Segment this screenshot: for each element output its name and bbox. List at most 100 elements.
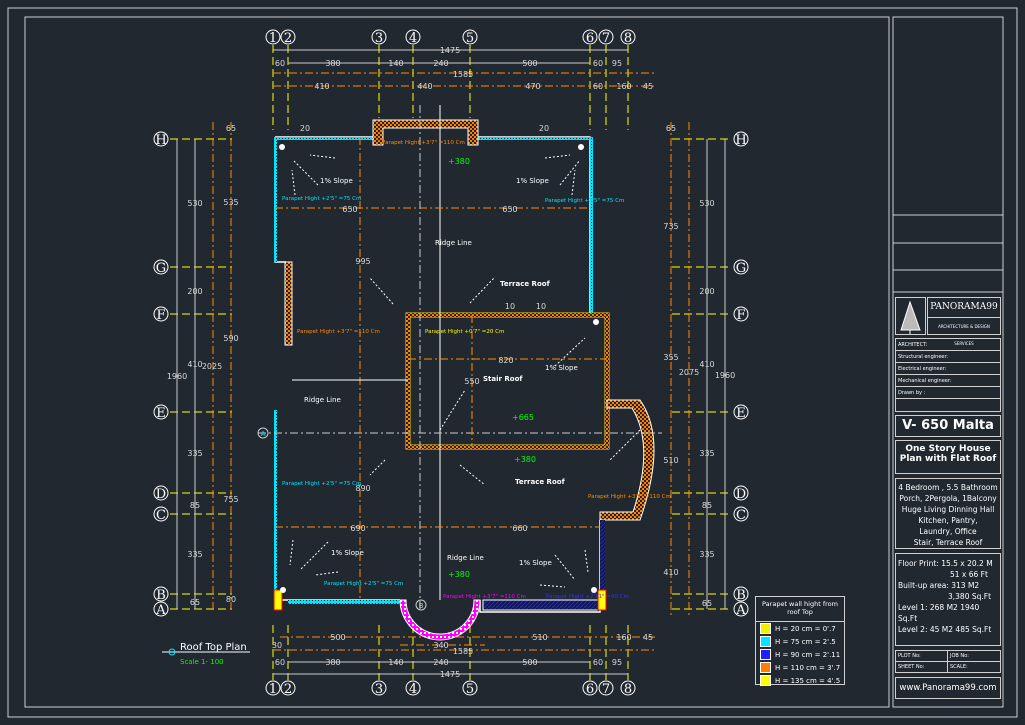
level-label: +380 (448, 570, 470, 579)
dim-text: 60 (593, 82, 603, 91)
parapet-label: Parapet Hight +3'7" =110 Cm (382, 140, 465, 146)
inner-dim: 660 (512, 524, 527, 533)
plan-code: V- 650 Malta (895, 415, 1001, 437)
grid-row-label: D (736, 487, 746, 502)
dim-text: 65 (666, 124, 676, 133)
dim-text: 95 (612, 658, 622, 667)
legend-item: H = 75 cm = 2'.5 (756, 635, 844, 648)
grid-lines (170, 45, 732, 680)
stat-line: Floor Print: 15.5 x 20.2 M (898, 559, 993, 568)
legend-label: H = 75 cm = 2'.5 (775, 637, 836, 646)
grid-col-label: 6 (586, 31, 594, 46)
dim-text: 500 (522, 59, 537, 68)
parapet-label: Parapet Hight +2'11" =90 Cm (546, 594, 629, 600)
small-dim: 10 (505, 302, 515, 311)
grid-row-label: F (156, 308, 165, 323)
dim-text: 510 (663, 456, 678, 465)
dim-text: 1960 (167, 372, 187, 381)
dim-text: 1475 (440, 46, 460, 55)
level-label: +665 (512, 413, 534, 422)
parapet-label: Parapet Hight +2'5" =75 Cm (545, 198, 624, 204)
dim-text: 80 (226, 595, 236, 604)
dim-text: 335 (699, 449, 714, 458)
brand-box: PANORAMA99 ARCHITECTURE & DESIGN SERVICE… (927, 297, 1001, 346)
outer-frame (7, 7, 1018, 718)
grid-row-label: C (156, 508, 166, 523)
grid-col-label: 2 (284, 31, 292, 46)
titleblock-top-rows (893, 214, 1003, 293)
parapet-label: Parapet Hight +3'7" =110 Cm (297, 329, 380, 335)
dim-text: 440 (417, 82, 432, 91)
grid-col-label: 6 (586, 682, 594, 697)
grid-col-label: 2 (284, 682, 292, 697)
dim-text: 45 (643, 633, 653, 642)
parapet-label: Parapet Hight +2'5" =75 Cm (324, 581, 403, 587)
dim-text: 65 (226, 124, 236, 133)
drawn-by-row: Drawn by : (896, 387, 1000, 399)
slope-label: 1% Slope (320, 177, 353, 185)
job-no: JOB No: (948, 651, 1000, 662)
parapet-label: Parapet Hight +0'7" =20 Cm (425, 329, 504, 335)
ridge-line-label: Ridge Line (435, 239, 472, 247)
grid-row-label: E (156, 406, 166, 421)
dim-text: 200 (699, 287, 714, 296)
dim-text: 65 (190, 598, 200, 607)
electrical-row: Electrical engineer: (896, 363, 1000, 375)
brand-subtitle: ARCHITECTURE & DESIGN SERVICES (938, 324, 990, 346)
dim-text: 510 (532, 633, 547, 642)
grid-row-label: A (735, 603, 746, 618)
structural-row: Structural engineer: (896, 351, 1000, 363)
ridge-line-label: Ridge Line (447, 554, 484, 562)
parapet-label: Parapet Hight +2'5" =75 Cm (282, 196, 361, 202)
plan-title-text: Roof Top Plan (180, 642, 247, 653)
grid-row-label: D (156, 487, 166, 502)
legend-title: Parapet wall hight from roof Top (756, 597, 844, 622)
legend-label: H = 90 cm = 2'.11 (775, 650, 841, 659)
legend-item: H = 20 cm = 0'.7 (756, 622, 844, 635)
dim-text: 535 (223, 198, 238, 207)
mechanical-row: Mechanical engineer: (896, 375, 1000, 387)
desc-line: Huge Living Dinning Hall (901, 505, 995, 514)
dim-text: 60 (275, 658, 285, 667)
dim-text: 530 (187, 199, 202, 208)
grid-col-label: 8 (624, 31, 632, 46)
legend-item: H = 90 cm = 2'.11 (756, 648, 844, 661)
dim-text: 140 (388, 658, 403, 667)
dim-text: 410 (187, 360, 202, 369)
inner-dim: 550 (464, 377, 479, 386)
titleblock-frame (892, 16, 1004, 708)
sheet-info: PLOT No: JOB No: SHEET No: SCALE: (895, 650, 1001, 673)
desc-line: Kitchen, Pantry, (918, 516, 978, 525)
grid-col-label: 7 (602, 31, 610, 46)
terrace-roof-label: Terrace Roof (515, 478, 566, 486)
legend-label: H = 110 cm = 3'.7 (775, 663, 841, 672)
dim-text: 160 (616, 633, 631, 642)
brand-name: PANORAMA99 (928, 298, 1000, 318)
desc-line: Laundry, Office (919, 527, 977, 536)
grid-col-label: 5 (466, 31, 474, 46)
dim-text: 2025 (202, 362, 222, 371)
dim-text: 335 (699, 550, 714, 559)
dim-text: 45 (643, 82, 653, 91)
legend-label: H = 20 cm = 0'.7 (775, 624, 836, 633)
dim-text: 410 (663, 568, 678, 577)
swatch-icon (760, 636, 771, 647)
level-label: +380 (448, 157, 470, 166)
section-marker-a: A (261, 430, 266, 438)
inner-dim: 995 (355, 257, 370, 266)
dim-text: 590 (223, 334, 238, 343)
parapet-label: Parapet Hight +2'5" =75 Cm (282, 481, 361, 487)
dimension-lines (176, 49, 726, 675)
grid-col-label: 4 (409, 31, 417, 46)
dim-text: 410 (699, 360, 714, 369)
grid-col-label: 4 (409, 682, 417, 697)
dim-text: 1960 (715, 371, 735, 380)
level-label: +380 (514, 455, 536, 464)
stat-line: 51 x 66 Ft (950, 570, 988, 579)
website-link[interactable]: www.Panorama99.com (895, 677, 1001, 699)
